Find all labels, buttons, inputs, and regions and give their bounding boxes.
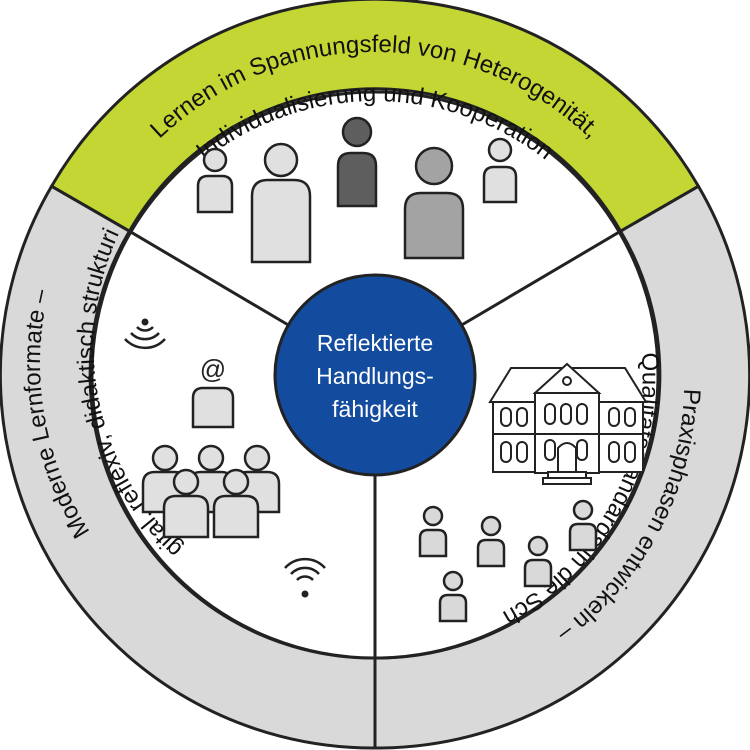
- ring-segment-right: [373, 184, 750, 750]
- school-building-icon: [488, 362, 648, 485]
- wifi-icon-bottom: [284, 557, 326, 598]
- online-user-icon: @: [191, 354, 235, 429]
- divider-right: [459, 229, 622, 328]
- center-circle: [273, 273, 477, 477]
- students-icon: [418, 499, 598, 623]
- center-label-line1: Reflektierte: [317, 330, 433, 356]
- ring-segment-top: [49, 0, 701, 234]
- diverse-people-icon: [196, 116, 518, 264]
- center-label-line2: Handlungs-: [316, 363, 434, 389]
- divider-left: [128, 229, 291, 328]
- learner-group-icon: [141, 444, 281, 539]
- at-symbol-icon: @: [200, 354, 226, 384]
- center-label-line3: fähigkeit: [332, 396, 418, 422]
- wifi-icon-top: [124, 318, 166, 350]
